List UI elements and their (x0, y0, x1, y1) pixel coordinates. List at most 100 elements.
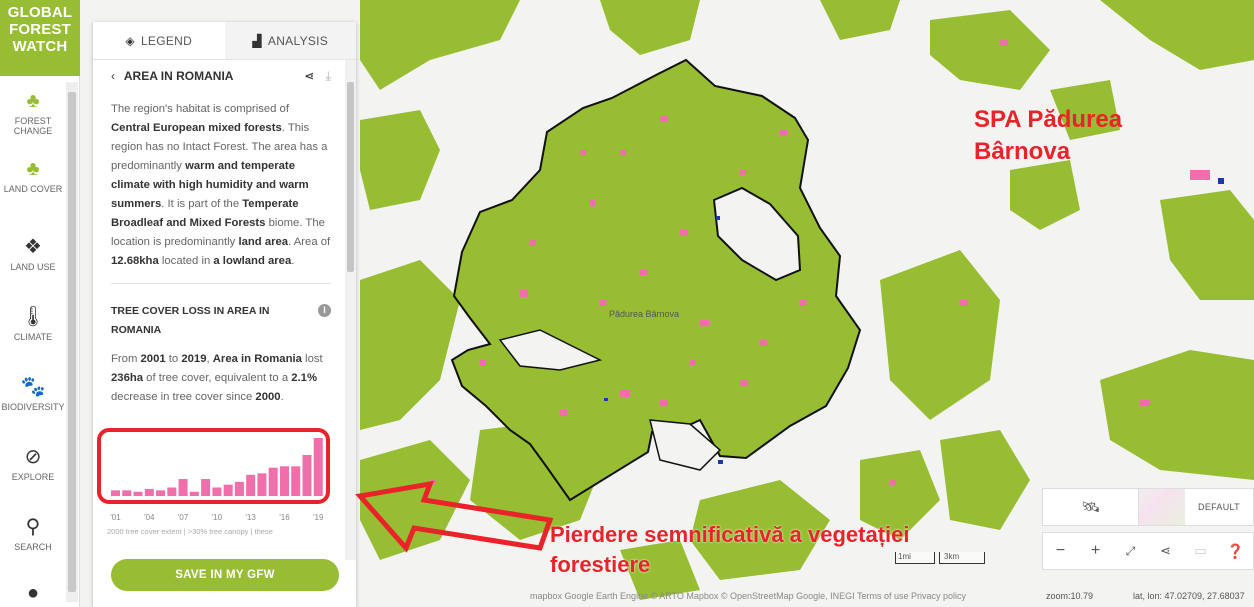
map-status-bar: 1mi 3km mapbox Google Earth Engine © ART… (500, 552, 1254, 607)
panel-scrollbar[interactable] (345, 60, 356, 560)
loss-bar-chart[interactable]: '01'04'07'10'13'16'19 (107, 430, 329, 525)
loss-highlight: 2001 (140, 353, 166, 365)
chart-bar-'05[interactable] (156, 490, 166, 496)
help-icon[interactable]: ❓ (1226, 542, 1245, 559)
nav-scroll-thumb[interactable] (68, 92, 76, 592)
nav-item-label: FOREST CHANGE (13, 116, 53, 136)
fullscreen-icon[interactable]: ⤢ (1125, 543, 1136, 558)
chart-bar-'17[interactable] (291, 466, 301, 496)
print-icon[interactable]: ▭ (1194, 543, 1207, 558)
chart-bar-'06[interactable] (167, 487, 177, 496)
chart-tick-label: '10 (212, 513, 223, 522)
loss-text: decrease in tree cover since (111, 391, 256, 403)
satellite-icon[interactable]: 🛰 (1043, 489, 1139, 525)
chart-bar-'19[interactable] (313, 438, 323, 496)
loss-highlight: 2000 (255, 391, 281, 403)
nav-item-search[interactable]: ⚲ SEARCH (0, 516, 66, 552)
loss-highlight: 2.1% (291, 372, 318, 384)
chart-bar-'10[interactable] (212, 487, 222, 496)
zoom-readout: zoom:10.79 (1046, 591, 1094, 601)
forest-change-icon: ♣ (26, 90, 40, 112)
chart-bar-'16[interactable] (279, 466, 289, 496)
summary-text: . (291, 255, 295, 267)
loss-highlight: 236ha (111, 372, 144, 384)
zoom-in-button[interactable]: + (1090, 542, 1101, 559)
chart-bar-'01[interactable] (111, 490, 121, 496)
left-nav: GLOBAL FOREST WATCH ♣ FOREST CHANGE ♣ LA… (0, 0, 80, 607)
share-icon[interactable]: ⋖ (304, 68, 315, 83)
tab-analysis[interactable]: ▟ ANALYSIS (224, 22, 356, 59)
area-title: AREA IN ROMANIA (123, 69, 234, 83)
basemap-thumbnail (1139, 489, 1185, 525)
chart-bar-'09[interactable] (201, 479, 211, 496)
loss-widget-header: TREE COVER LOSS IN AREA IN ROMANIA i (111, 302, 331, 340)
chart-bar-'04[interactable] (144, 488, 154, 496)
summary-text: The region's habitat is comprised of (111, 103, 289, 115)
chart-tick-label: '19 (313, 513, 324, 522)
section-divider (111, 283, 331, 284)
summary-highlight: 12.68kha (111, 255, 159, 267)
logo-line: GLOBAL (7, 4, 73, 21)
tab-legend[interactable]: ◈ LEGEND (93, 22, 225, 59)
logo-line: WATCH (12, 38, 68, 55)
summary-highlight: land area (238, 236, 289, 248)
layers-icon: ◈ (125, 33, 135, 48)
paw-icon: 🐾 (20, 376, 46, 398)
summary-text: biome. The location is predominantly (111, 217, 325, 248)
summary-text: . This region has no Intact Forest. The … (111, 122, 328, 172)
gfw-logo[interactable]: GLOBAL FOREST WATCH (0, 0, 80, 76)
share-icon[interactable]: ⋖ (1160, 543, 1171, 558)
compass-icon: ⊘ (24, 446, 42, 468)
chart-bar-'07[interactable] (178, 479, 188, 496)
chart-bar-'12[interactable] (234, 481, 244, 496)
area-header: ‹ AREA IN ROMANIA ⋖ ⤓ (111, 68, 331, 84)
loss-annotation: Pierdere semnificativă a vegetației fore… (550, 522, 910, 577)
summary-highlight: Temperate Broadleaf and Mixed Forests (111, 198, 299, 229)
forest-clearing (649, 419, 722, 471)
nav-item-climate[interactable]: 🌡 CLIMATE (0, 306, 66, 342)
nav-item-biodiversity[interactable]: 🐾 BIODIVERSITY (0, 376, 66, 412)
nav-item-explore[interactable]: ⊘ EXPLORE (0, 446, 66, 482)
loss-summary: From 2001 to 2019, Area in Romania lost … (111, 350, 331, 407)
nav-item-forest-change[interactable]: ♣ FOREST CHANGE (0, 90, 66, 136)
back-button[interactable]: ‹ AREA IN ROMANIA (111, 69, 233, 83)
chart-bar-'18[interactable] (302, 454, 312, 496)
tab-label: LEGEND (140, 33, 193, 48)
chart-bar-'02[interactable] (122, 490, 132, 496)
nav-item-account[interactable]: ● (0, 582, 66, 607)
nav-item-land-use[interactable]: ❖ LAND USE (0, 236, 66, 272)
forest-name-label: Pădurea Bârnova (609, 309, 680, 319)
chart-bar-'08[interactable] (189, 491, 199, 496)
zoom-out-button[interactable]: − (1055, 542, 1066, 559)
user-icon: ● (26, 582, 40, 604)
download-icon[interactable]: ⤓ (325, 68, 331, 83)
chart-footnote: 2000 tree cover extent | >30% tree canop… (107, 527, 273, 536)
forest-boundary[interactable] (450, 58, 862, 502)
basemap-selector[interactable]: 🛰 DEFAULT (1042, 488, 1254, 526)
scale-mi: 1mi (895, 552, 935, 564)
loss-text: to (165, 353, 182, 365)
info-icon[interactable]: i (318, 304, 331, 317)
chart-tick-label: '07 (178, 513, 189, 522)
chart-tick-label: '01 (110, 513, 121, 522)
map-attribution[interactable]: mapbox Google Earth Engine © ARTO Mapbox… (530, 591, 966, 601)
chart-bar-'13[interactable] (246, 474, 256, 496)
spa-annotation: SPA Pădurea Bârnova (974, 106, 1123, 165)
summary-highlight: Central European mixed forests (111, 122, 282, 134)
nav-item-land-cover[interactable]: ♣ LAND COVER (0, 158, 66, 194)
chart-bar-'15[interactable] (268, 467, 278, 496)
save-in-my-gfw-button[interactable]: SAVE IN MY GFW (111, 559, 339, 591)
loss-highlight: Area in Romania (212, 353, 302, 365)
loss-widget-title: TREE COVER LOSS IN AREA IN ROMANIA (111, 305, 270, 336)
panel-scroll-thumb[interactable] (347, 82, 354, 272)
chart-bar-'14[interactable] (257, 473, 267, 496)
thermometer-icon: 🌡 (20, 306, 46, 328)
loss-text: From (111, 353, 141, 365)
summary-highlight: warm and temperate climate with high hum… (111, 160, 309, 210)
basemap-label: DEFAULT (1198, 502, 1240, 512)
chart-bar-'03[interactable] (133, 491, 143, 496)
chart-bar-'11[interactable] (223, 484, 233, 496)
chart-tick-label: '04 (144, 513, 155, 522)
summary-text: located in (158, 255, 214, 267)
